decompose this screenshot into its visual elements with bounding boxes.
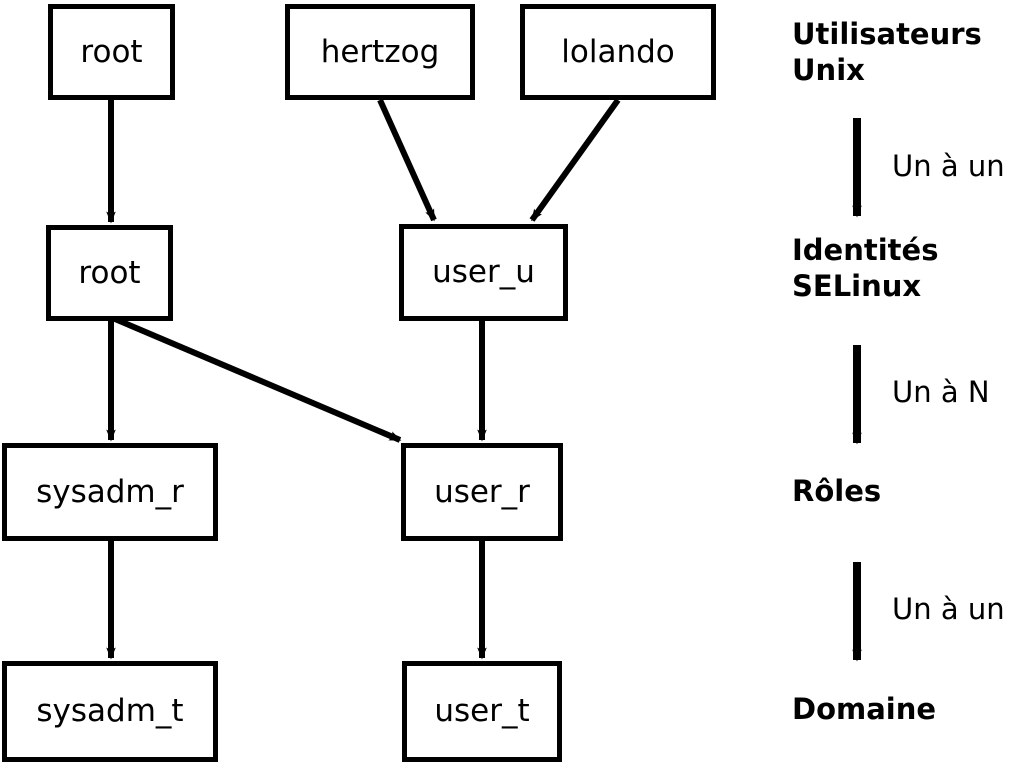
node-unix-root[interactable]: root — [48, 4, 175, 100]
node-label: root — [78, 254, 141, 291]
node-domain-user_t[interactable]: user_t — [402, 661, 562, 762]
node-role-sysadm_r[interactable]: sysadm_r — [2, 443, 218, 541]
node-label: root — [80, 33, 143, 70]
legend-stage-role: Rôles — [792, 474, 882, 508]
edge-root-to-user_r — [113, 316, 402, 443]
edge-lolando-to-user_u — [529, 98, 621, 222]
node-label: sysadm_r — [36, 473, 184, 510]
node-label: user_t — [434, 693, 530, 729]
node-label: sysadm_t — [36, 693, 184, 729]
node-label: hertzog — [320, 33, 440, 70]
node-unix-lolando[interactable]: lolando — [520, 4, 716, 100]
legend-stage-identity: Identités SELinux — [792, 233, 939, 304]
edge-hertzog-to-user_u — [377, 98, 437, 222]
legend-stage-unix: Utilisateurs Unix — [792, 17, 982, 88]
node-identity-user_u[interactable]: user_u — [399, 224, 568, 321]
node-label: user_u — [432, 254, 535, 290]
node-role-user_r[interactable]: user_r — [401, 443, 563, 541]
node-label: lolando — [561, 33, 675, 70]
node-unix-hertzog[interactable]: hertzog — [285, 4, 475, 100]
legend-stage-domain: Domaine — [792, 692, 937, 726]
node-identity-root[interactable]: root — [46, 225, 173, 321]
legend-relation-identity-role: Un à N — [892, 375, 990, 409]
legend-relation-unix-identity: Un à un — [892, 149, 1005, 183]
node-domain-sysadm_t[interactable]: sysadm_t — [2, 661, 218, 762]
legend-relation-role-domain: Un à un — [892, 592, 1005, 626]
node-label: user_r — [434, 473, 530, 510]
